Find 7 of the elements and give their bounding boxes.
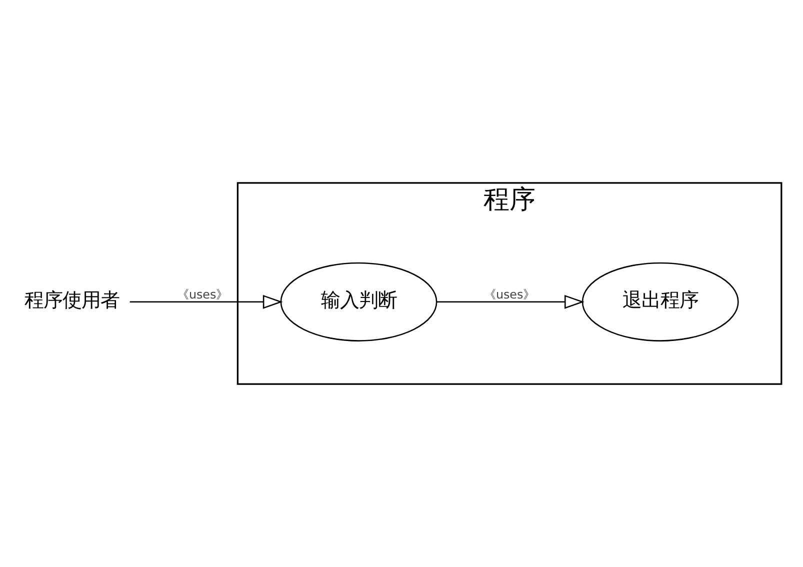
arrow bbox=[129, 294, 282, 309]
node-text: 程序使用者 bbox=[24, 288, 119, 312]
node-ellipse: 输入判断 bbox=[280, 262, 437, 342]
node-ellipse: 退出程序 bbox=[581, 262, 738, 342]
arrow bbox=[436, 294, 584, 309]
edge-label: 《uses》 bbox=[483, 287, 535, 302]
edge-label: 《uses》 bbox=[176, 287, 228, 302]
